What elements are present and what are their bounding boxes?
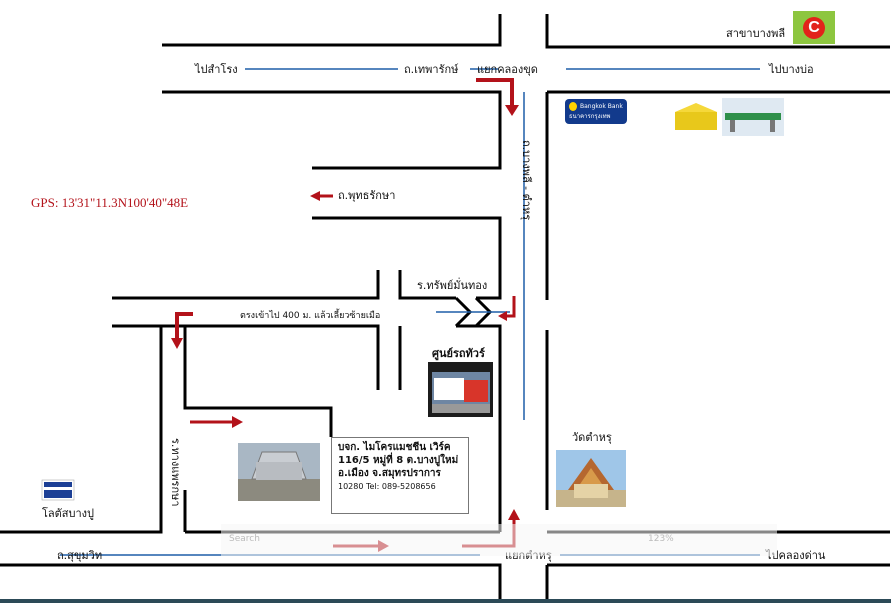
landmark-label-garage: ศูนย์รถทัวร์ [432,347,485,360]
road-label-samrong: ไปสำโรง [195,63,238,76]
direction-arrow [171,338,183,349]
gps-coordinates: GPS: 13'31"11.3N100'40"48E [31,195,189,210]
company-address-2: อ.เมือง จ.สมุทรปราการ [338,468,441,479]
bottom-border [0,599,891,603]
bangkok-bank-logo: Bangkok Bank ธนาคารกรุงเทพ [565,99,627,124]
bank-name-thai: ธนาคารกรุงเทพ [569,113,611,120]
road-edge [456,324,502,532]
road-label-sukhumvit: ถ.สุขุมวิท [57,549,103,562]
toolbar-zoom-level[interactable]: 123% [648,534,674,544]
landmark-label-lotus-bangpu: โลตัสบางปู [42,507,95,520]
viewer-toolbar-overlay [221,524,777,556]
branch-label-bang-phli: สาขาบางพลี [726,27,786,40]
road-label-sap-muang-thong: ร.ทรัพย์มั่นทอง [417,279,488,292]
bus-garage-photo [428,362,493,417]
direction-arrow [498,311,507,321]
bank-icon [569,102,577,111]
road-label-bang-bo: ไปบางบ่อ [769,63,814,76]
road-edge [0,326,163,534]
toolbar-search-input[interactable]: Search [229,534,260,544]
road-edge [162,14,502,47]
direction-note-400m: ตรงเข้าไป 400 ม. แล้วเลี้ยวซ้ายเมือ [240,311,381,321]
direction-arrow [310,191,320,201]
road-edge [0,563,502,600]
tesco-logo [41,479,75,501]
bigc-logo: C [793,11,835,44]
road-edge [545,14,890,49]
junction-label-khlong-khut: แยกคลองขุด [477,63,538,76]
road-label-khlong-dan: ไปคลองด่าน [766,549,826,562]
direction-arrow [508,509,520,520]
direction-arrow [232,416,243,428]
bigc-c-icon: C [803,16,825,39]
landmark-label-temple: วัดตำหรุ [572,431,612,444]
company-address-box: บจก. ไมโครแมชชีน เวิร์ค 116/5 หมู่ที่ 8 … [331,437,469,514]
direction-arrow [505,105,519,116]
company-address-1: 116/5 หมู่ที่ 8 ต.บางปูใหม่ [338,455,459,466]
temple-photo [556,450,626,507]
gas-station-photos [671,98,784,136]
road-edge [112,270,380,300]
road-edge [162,90,502,170]
road-edge [112,324,380,390]
company-building-photo [238,443,320,501]
road-label-thepharak: ถ.เทพารักษ์ [404,63,459,76]
road-label-phutthaksa: ถ.พุทธรักษา [338,189,396,202]
company-contact: 10280 Tel: 089-5208656 [338,482,436,491]
company-name: บจก. ไมโครแมชชีน เวิร์ค [338,442,451,453]
road-edge [312,216,502,300]
road-label-bang-phli-tamru: ถ.บางพลี - ตำหรุ [520,140,533,221]
bank-name: Bangkok Bank [580,103,623,110]
road-edge [398,270,456,300]
road-edge [183,326,333,437]
road-label-phraeksa: ร.ทางแพรกษา [169,438,182,507]
